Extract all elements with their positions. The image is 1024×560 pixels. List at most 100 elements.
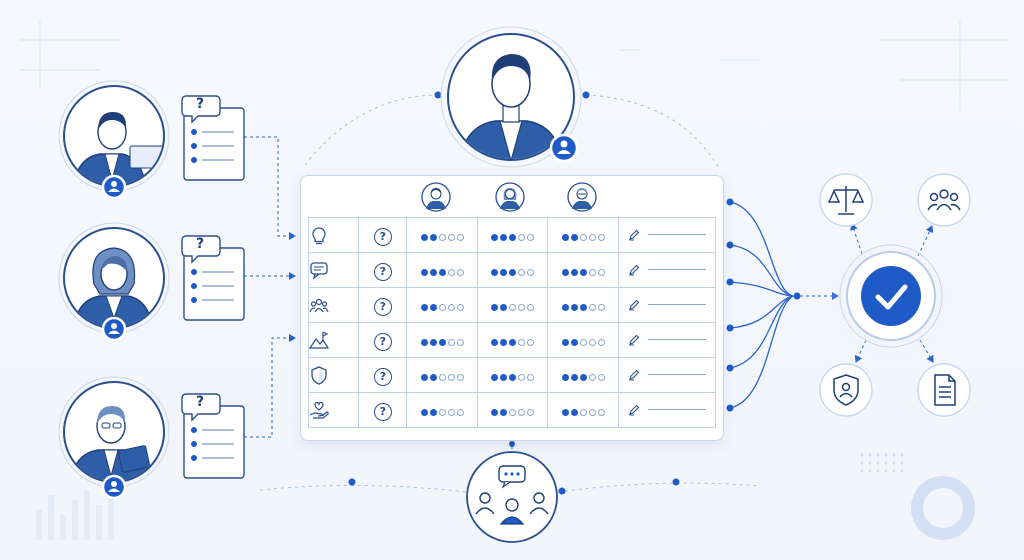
moderator-avatar [440,26,582,168]
rating-dot [429,268,437,276]
rating-cell [476,287,549,323]
rating-dot [509,373,517,381]
rating-dots [491,303,535,311]
rating-dots [491,233,535,241]
rating-dot [527,408,535,416]
participant-avatar-3 [58,376,170,500]
rating-dots [561,338,605,346]
criterion-cell [307,287,360,323]
rating-dot [579,268,587,276]
rating-dot [509,408,517,416]
rating-dots [420,408,464,416]
pencil-icon[interactable] [628,229,640,241]
criterion-cell [307,252,360,288]
questionnaire-card-1 [181,95,245,181]
notes-cell[interactable] [617,287,717,323]
rating-dot [491,303,499,311]
rating-dot [518,373,526,381]
rating-dot [588,338,596,346]
rating-dot [570,408,578,416]
rating-dot [491,338,499,346]
check-icon [191,427,197,461]
rating-dots [561,268,605,276]
rating-dot [438,408,446,416]
question-cell: ? [358,392,408,428]
evaluation-row: ? [307,287,717,323]
question-cell: ? [358,252,408,288]
document-icon [917,363,971,417]
rating-dot [500,338,508,346]
rating-cell [476,322,549,358]
rating-dot [588,303,596,311]
rating-cell [406,217,478,253]
question-icon: ? [373,297,392,316]
rating-dot [561,408,569,416]
shield-user-icon [819,363,873,417]
rating-dot [447,373,455,381]
rating-dot [447,233,455,241]
notes-cell[interactable] [617,392,717,428]
rating-cell [476,252,549,288]
rating-dot [438,268,446,276]
rating-dots [491,373,535,381]
question-cell: ? [358,217,408,253]
note-line [647,268,706,271]
question-mark-label: ? [196,394,205,410]
questionnaire-card-3 [181,393,245,479]
pencil-icon[interactable] [628,334,640,346]
rating-dot [509,233,517,241]
question-icon: ? [373,367,392,386]
rating-dot [456,408,464,416]
evaluation-row: ? [307,322,717,358]
question-mark-label: ? [196,236,205,252]
rating-cell [406,252,478,288]
rating-dots [420,233,464,241]
rating-dot [500,303,508,311]
rating-dot [420,373,428,381]
rating-dot [579,408,587,416]
lightbulb-icon [312,227,326,245]
rating-dot [491,268,499,276]
notes-cell[interactable] [617,322,717,358]
question-mark-label: ? [196,96,205,112]
rating-dot [429,303,437,311]
pencil-icon[interactable] [628,404,640,416]
bg-dot-grid [860,453,904,473]
rating-dot [588,373,596,381]
criterion-cell [307,217,360,253]
pencil-icon[interactable] [628,264,640,276]
rating-cell [547,217,619,253]
rating-dot [597,303,605,311]
bg-grid-decoration [20,20,1010,110]
notes-cell[interactable] [617,217,717,253]
rating-dot [597,373,605,381]
rating-dot [500,233,508,241]
rating-dot [447,268,455,276]
pencil-icon[interactable] [628,369,640,381]
pencil-icon[interactable] [628,299,640,311]
rating-dot [588,233,596,241]
notes-cell[interactable] [617,252,717,288]
evaluation-table: ?????? [307,217,717,428]
rating-dot [597,338,605,346]
rating-dot [518,338,526,346]
rating-dot [570,373,578,381]
rating-dot [447,338,455,346]
rating-dot [597,268,605,276]
question-cell: ? [358,287,408,323]
rating-dot [456,268,464,276]
rating-dot [579,303,587,311]
evaluation-row: ? [307,392,717,428]
rating-dot [518,268,526,276]
group-icon [917,173,971,227]
notes-cell[interactable] [617,357,717,393]
rating-dots [561,408,605,416]
rating-dot [570,303,578,311]
bg-ring-decoration [911,476,975,540]
mountain-flag-icon [309,331,329,349]
rating-dot [429,373,437,381]
evaluation-row: ? [307,217,717,253]
rating-dot [570,268,578,276]
rating-dot [420,338,428,346]
